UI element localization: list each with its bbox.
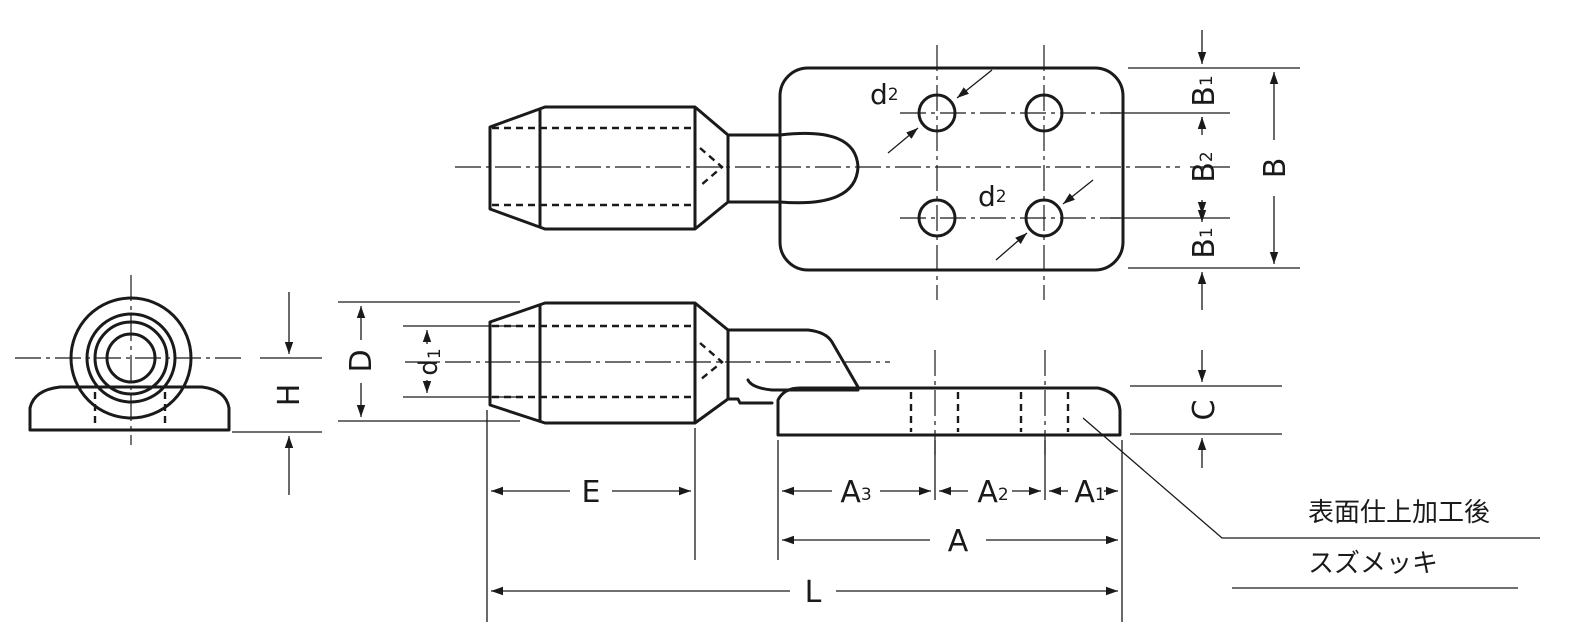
side-view: [405, 301, 1122, 455]
label-a1: A1: [1074, 475, 1105, 510]
label-h: H: [272, 384, 307, 407]
dim-h: H: [232, 292, 322, 495]
note-finish-line1: 表面仕上加工後: [1308, 498, 1490, 528]
dim-d: D: [338, 301, 520, 422]
label-c: C: [1187, 400, 1222, 421]
note-finish-line2: スズメッキ: [1308, 549, 1438, 579]
label-e: E: [582, 475, 601, 510]
label-b1-top: B1: [1187, 75, 1222, 106]
dim-l: L: [491, 575, 1118, 610]
dim-d2-upper: d2: [870, 69, 993, 154]
dim-e: E: [491, 475, 691, 510]
label-a3: A3: [840, 475, 871, 510]
extension-lines: [486, 410, 1123, 622]
dim-b-chain: B1 B2 B1 B: [1110, 30, 1300, 310]
finish-note: 表面仕上加工後 スズメッキ: [1082, 417, 1540, 589]
label-d2-upper: d2: [870, 78, 899, 111]
label-b1-bottom: B1: [1187, 227, 1222, 258]
label-d2-lower: d2: [978, 180, 1007, 213]
dim-d2-lower: d2: [978, 179, 1094, 261]
label-a2: A2: [977, 475, 1008, 510]
dim-d1: d1: [403, 325, 520, 398]
label-l: L: [805, 575, 822, 610]
top-view: [455, 45, 1180, 300]
label-d: D: [344, 349, 379, 372]
dim-c: C: [1130, 350, 1282, 468]
end-view: [15, 275, 245, 445]
dim-a-chain: A3 A2 A1: [782, 475, 1118, 510]
label-d1: d1: [414, 348, 445, 375]
label-b: B: [1258, 158, 1293, 179]
label-a: A: [948, 524, 969, 559]
dim-a: A: [782, 524, 1118, 559]
label-b2: B2: [1187, 151, 1222, 182]
